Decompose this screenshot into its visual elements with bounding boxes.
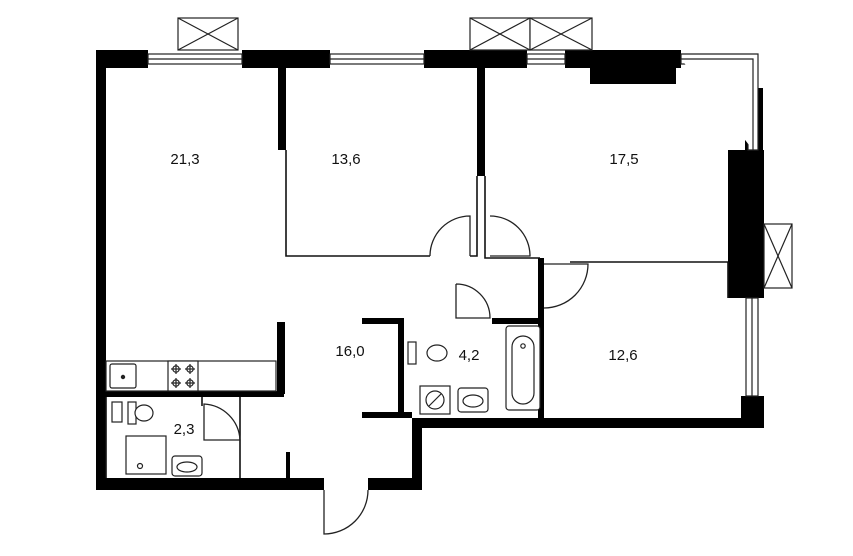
room-area-living-kitchen: 21,3 bbox=[170, 151, 199, 168]
grille-top-right-2 bbox=[529, 17, 593, 51]
room-labels: 21,3 13,6 17,5 16,0 4,2 12,6 2,3 bbox=[170, 151, 638, 438]
window-top-left bbox=[147, 53, 243, 65]
ventilation-grilles bbox=[177, 17, 793, 289]
window-top-middle bbox=[329, 53, 425, 65]
boiler-icon bbox=[111, 401, 123, 423]
grille-right bbox=[763, 223, 793, 289]
door-wc bbox=[203, 403, 241, 441]
wc-fixtures bbox=[111, 401, 203, 477]
room-area-bedroom-bottom-right: 12,6 bbox=[608, 347, 637, 364]
grille-top-right-1 bbox=[469, 17, 531, 51]
window-right-lower bbox=[745, 297, 759, 397]
window-top-right bbox=[526, 53, 566, 65]
windows bbox=[147, 53, 759, 397]
door-bedroom-middle bbox=[429, 215, 471, 257]
washing-machine-icon bbox=[419, 385, 451, 415]
sink-icon bbox=[171, 455, 203, 477]
room-area-bedroom-middle: 13,6 bbox=[331, 151, 360, 168]
room-area-wc: 2,3 bbox=[174, 421, 195, 438]
room-area-bathroom: 4,2 bbox=[459, 347, 480, 364]
walls bbox=[96, 50, 764, 490]
shower-tray-icon bbox=[125, 435, 167, 475]
stove-icon bbox=[167, 360, 199, 392]
door-bedroom-bottom-right bbox=[543, 263, 589, 309]
toilet-icon bbox=[127, 401, 154, 425]
bathtub-icon bbox=[505, 325, 541, 411]
doors bbox=[203, 215, 589, 535]
sink-icon bbox=[109, 363, 137, 389]
grille-top-left bbox=[177, 17, 239, 51]
door-bedroom-top-right bbox=[489, 215, 531, 257]
room-area-hallway: 16,0 bbox=[335, 343, 364, 360]
bathroom-fixtures bbox=[407, 325, 541, 415]
door-entrance bbox=[323, 489, 369, 535]
room-area-bedroom-top-right: 17,5 bbox=[609, 151, 638, 168]
kitchen bbox=[105, 360, 277, 392]
sink-icon bbox=[457, 387, 489, 413]
door-bathroom bbox=[455, 283, 491, 319]
window-corner bbox=[680, 53, 759, 151]
toilet-icon bbox=[407, 341, 448, 365]
